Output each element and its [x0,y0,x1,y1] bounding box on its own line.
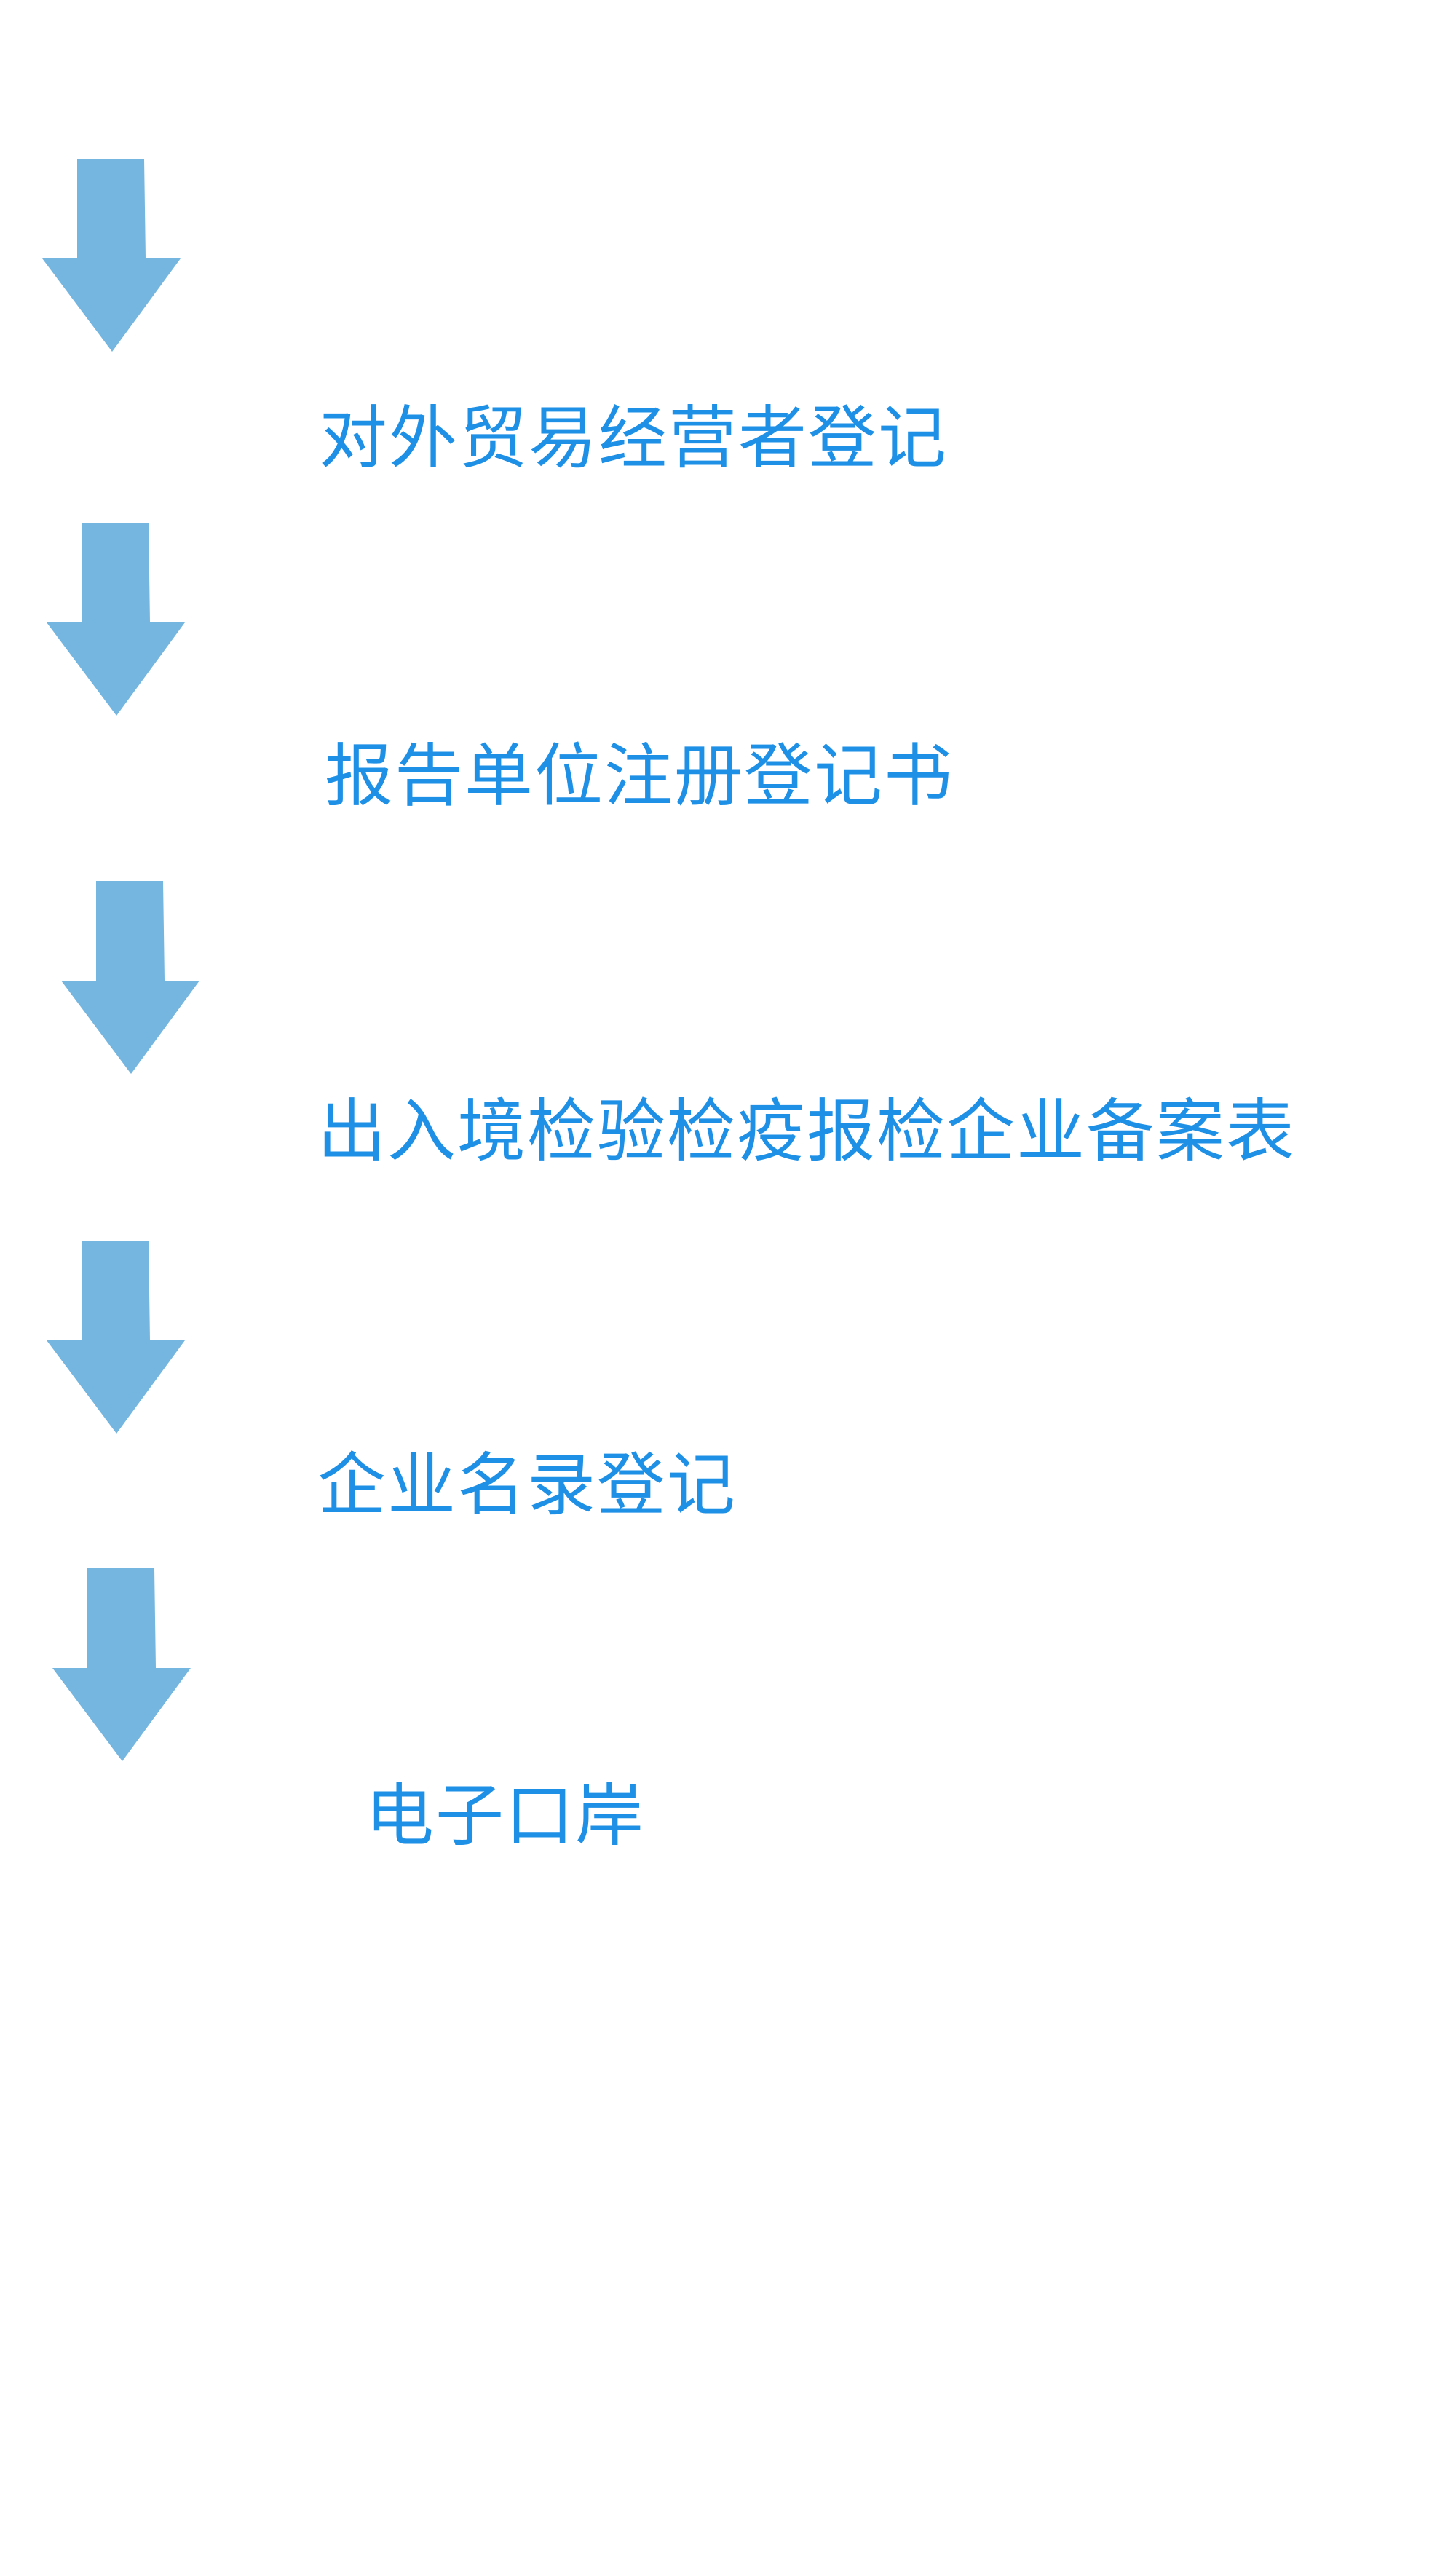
down-arrow-shape [47,523,185,716]
down-arrow-shape [42,159,181,352]
step-label-3: 出入境检验检疫报检企业备案表 [317,1092,1297,1171]
down-arrow-shape [47,1241,185,1434]
down-arrow-icon [61,881,199,1074]
down-arrow-shape [61,881,199,1074]
step-label-5: 电子口岸 [365,1776,646,1856]
step-label-1: 对外贸易经营者登记 [319,399,949,478]
step-label-4: 企业名录登记 [317,1446,737,1525]
down-arrow-icon [52,1568,191,1761]
down-arrow-shape [52,1568,191,1761]
step-label-2: 报告单位注册登记书 [325,737,954,816]
down-arrow-icon [42,159,181,352]
down-arrow-icon [47,523,185,716]
down-arrow-icon [47,1241,185,1434]
